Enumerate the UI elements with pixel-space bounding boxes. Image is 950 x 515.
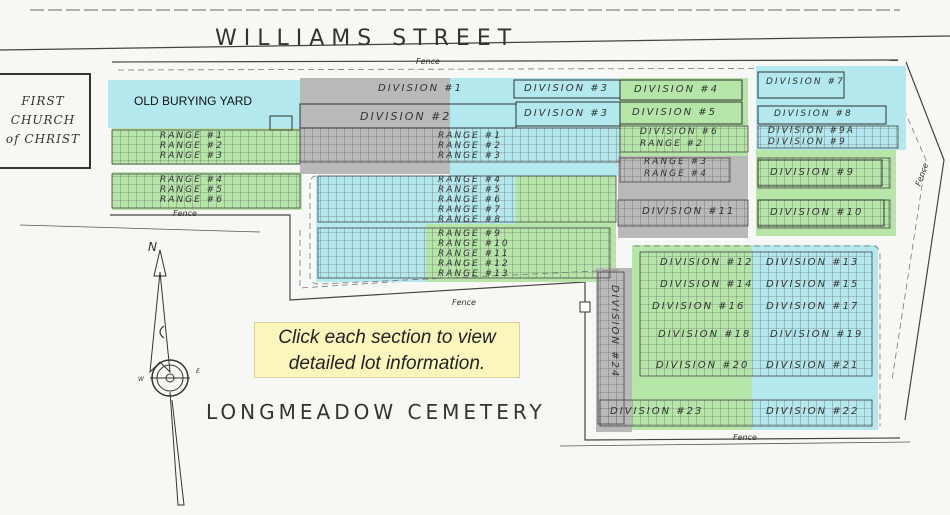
- church-line-1: FIRST: [21, 94, 65, 108]
- cemetery-label: LONGMEADOW CEMETERY: [206, 400, 546, 424]
- fence-label-top: Fence: [416, 57, 440, 66]
- range-center-9: RANGE #9: [438, 229, 502, 239]
- range-left-4: RANGE #4: [160, 175, 224, 185]
- section-division-17[interactable]: DIVISION #17: [756, 296, 872, 318]
- range-center-11: RANGE #11: [438, 249, 510, 259]
- division-9c-label: DIVISION #9: [770, 167, 856, 178]
- section-division-14[interactable]: DIVISION #14: [640, 274, 756, 296]
- section-division-11[interactable]: DIVISION #11: [618, 200, 748, 226]
- range-left-6: RANGE #6: [160, 195, 224, 205]
- compass-rose: [149, 249, 190, 506]
- section-division-2[interactable]: DIVISION #2: [300, 104, 516, 128]
- section-division-23[interactable]: DIVISION #23: [600, 400, 750, 426]
- instructions-line-2: detailed lot information.: [288, 353, 486, 374]
- division-4-label: DIVISION #4: [634, 84, 720, 95]
- division-14-label: DIVISION #14: [660, 279, 754, 290]
- division-20-label: DIVISION #20: [656, 360, 750, 371]
- division-24-label: DIVISION #24: [609, 284, 621, 379]
- section-division-9[interactable]: DIVISION #9: [758, 160, 882, 186]
- section-division-8[interactable]: DIVISION #8: [758, 106, 886, 124]
- fence-label-mid: Fence: [452, 298, 476, 307]
- range-left-5: RANGE #5: [160, 185, 224, 195]
- section-division-5[interactable]: DIVISION #5: [620, 102, 742, 124]
- division-9a-label: DIVISION #9A: [768, 126, 855, 136]
- division-17-label: DIVISION #17: [766, 301, 860, 312]
- section-division-4[interactable]: DIVISION #4: [620, 80, 742, 100]
- division-2-label: DIVISION #2: [360, 110, 452, 123]
- range-center-8: RANGE #8: [438, 215, 502, 225]
- division-19-label: DIVISION #19: [770, 329, 864, 340]
- division-10-label: DIVISION #10: [770, 207, 864, 218]
- range-small-4: RANGE #4: [644, 169, 708, 179]
- division-18-label: DIVISION #18: [658, 329, 752, 340]
- range-center-6: RANGE #6: [438, 195, 502, 205]
- range-left-2: RANGE #2: [160, 141, 224, 151]
- instructions-line-1: Click each section to view: [278, 327, 496, 348]
- range-center-2: RANGE #2: [438, 141, 502, 151]
- fence-label-left: Fence: [173, 209, 197, 218]
- division-22-label: DIVISION #22: [766, 406, 860, 417]
- section-old-burying-yard[interactable]: OLD BURYING YARD: [108, 80, 268, 128]
- division-15-label: DIVISION #15: [766, 279, 860, 290]
- section-division-10[interactable]: DIVISION #10: [758, 200, 884, 226]
- range-left-3: RANGE #3: [160, 151, 224, 161]
- range-center-10: RANGE #10: [438, 239, 510, 249]
- section-division-22[interactable]: DIVISION #22: [756, 400, 872, 426]
- section-division-20[interactable]: DIVISION #20: [640, 354, 756, 378]
- range-center-1: RANGE #1: [438, 131, 502, 141]
- division-13-label: DIVISION #13: [766, 257, 860, 268]
- church-line-3: of CHRIST: [5, 132, 81, 146]
- division-7-label: DIVISION #7: [766, 77, 845, 87]
- division-23-label: DIVISION #23: [610, 406, 704, 417]
- division-12-label: DIVISION #12: [660, 257, 754, 268]
- street-label: WILLIAMS STREET: [215, 26, 519, 51]
- section-ranges-center[interactable]: RANGE #1 RANGE #2 RANGE #3 RANGE #4 RANG…: [430, 128, 520, 279]
- division-11-label: DIVISION #11: [642, 206, 736, 217]
- church-line-2: CHURCH: [10, 113, 76, 127]
- division-6-label: DIVISION #6: [640, 127, 719, 137]
- division-3b-label: DIVISION #3: [524, 108, 610, 119]
- division-8-label: DIVISION #8: [774, 109, 853, 119]
- section-division-16[interactable]: DIVISION #16: [640, 296, 756, 318]
- range-center-7: RANGE #7: [438, 205, 502, 215]
- division-21-label: DIVISION #21: [766, 360, 860, 371]
- range-center-13: RANGE #13: [438, 269, 510, 279]
- section-division-24[interactable]: DIVISION #24: [596, 270, 626, 400]
- church-label: FIRST CHURCH of CHRIST: [0, 92, 86, 149]
- instructions-callout: Click each section to view detailed lot …: [254, 322, 520, 378]
- division-3a-label: DIVISION #3: [524, 83, 610, 94]
- old-burying-yard-label: OLD BURYING YARD: [134, 94, 253, 108]
- section-ranges-small[interactable]: RANGE #3 RANGE #4: [620, 156, 730, 182]
- section-division-12[interactable]: DIVISION #12: [640, 252, 756, 274]
- range-center-12: RANGE #12: [438, 259, 510, 269]
- section-division-3a[interactable]: DIVISION #3: [514, 80, 620, 98]
- section-division-1[interactable]: DIVISION #1: [332, 80, 514, 98]
- range-left-1: RANGE #1: [160, 131, 224, 141]
- section-division-6[interactable]: DIVISION #6 RANGE #2: [620, 126, 748, 152]
- range-right-2: RANGE #2: [640, 139, 704, 149]
- range-center-3: RANGE #3: [438, 151, 502, 161]
- section-division-21[interactable]: DIVISION #21: [756, 354, 872, 378]
- division-1-label: DIVISION #1: [378, 83, 464, 94]
- section-division-19[interactable]: DIVISION #19: [756, 320, 872, 352]
- section-ranges-left[interactable]: RANGE #1 RANGE #2 RANGE #3 RANGE #4 RANG…: [112, 128, 302, 212]
- section-division-7[interactable]: DIVISION #7: [758, 72, 844, 98]
- section-division-18[interactable]: DIVISION #18: [640, 320, 756, 352]
- division-5-label: DIVISION #5: [632, 107, 718, 118]
- range-small-3: RANGE #3: [644, 157, 708, 167]
- range-center-5: RANGE #5: [438, 185, 502, 195]
- section-division-9a[interactable]: DIVISION #9A DIVISION #9: [758, 126, 898, 148]
- fence-label-bottom: Fence: [733, 433, 757, 442]
- section-division-15[interactable]: DIVISION #15: [756, 274, 872, 296]
- section-division-3b[interactable]: DIVISION #3: [516, 102, 620, 126]
- division-16-label: DIVISION #16: [652, 301, 746, 312]
- range-center-4: RANGE #4: [438, 175, 502, 185]
- division-9b-label: DIVISION #9: [768, 137, 847, 147]
- section-division-13[interactable]: DIVISION #13: [756, 252, 872, 274]
